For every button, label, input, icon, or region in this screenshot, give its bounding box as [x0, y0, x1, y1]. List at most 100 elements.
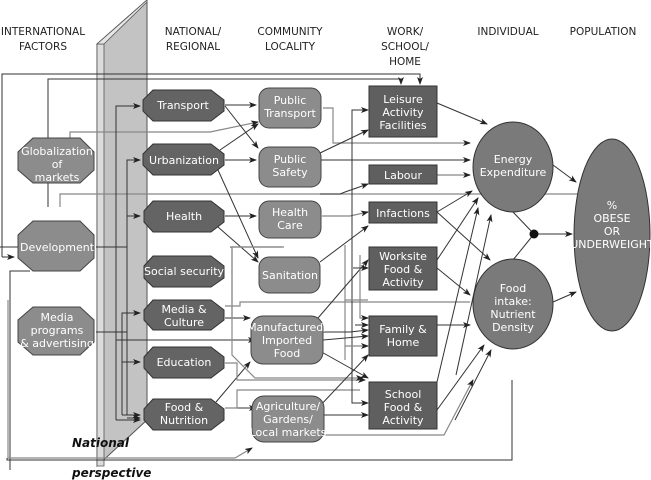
- header-work-line2: SCHOOL/: [381, 41, 429, 53]
- label: Agriculture/: [256, 400, 320, 413]
- label: Food: [274, 347, 300, 360]
- work-node-family-home: Family & Home: [368, 315, 438, 357]
- label: Activity: [382, 276, 424, 289]
- connector: [322, 333, 369, 341]
- connector: [7, 300, 253, 459]
- connector: [126, 157, 141, 415]
- population-node-obese: % OBESE OR UNDERWEIGHT: [570, 138, 651, 332]
- label: Safety: [272, 166, 308, 179]
- community-node-public-safety: Public Safety: [258, 146, 322, 188]
- label: OR: [604, 225, 621, 238]
- connector: [217, 226, 259, 263]
- label: School: [385, 388, 422, 401]
- label: Food: [500, 282, 526, 295]
- wall-side: [96, 43, 105, 467]
- label: Transport: [156, 99, 209, 112]
- national-node-social-security: Social security: [143, 255, 225, 288]
- work-node-infactions: Infactions: [368, 201, 438, 224]
- connector: [436, 267, 471, 296]
- wall-top: [95, 0, 148, 45]
- connector: [436, 211, 491, 261]
- label: Activity: [382, 414, 424, 427]
- connector: [6, 380, 513, 461]
- header-national-line2: REGIONAL: [166, 41, 220, 53]
- label: Facilities: [379, 119, 426, 132]
- community-node-agriculture: Agriculture/ Gardens/ Local markets: [250, 395, 327, 443]
- national-node-health: Health: [143, 200, 225, 233]
- connector: [47, 77, 404, 138]
- header-work-line3: HOME: [389, 56, 421, 68]
- connector: [59, 193, 610, 207]
- connector: [323, 107, 471, 146]
- international-node-globalization: Globalization of markets: [17, 137, 95, 184]
- community-node-sanitation: Sanitation: [258, 256, 321, 294]
- connector: [351, 107, 369, 113]
- connector: [436, 190, 473, 213]
- community-node-public-transport: Public Transport: [258, 87, 322, 129]
- connector: [320, 379, 474, 436]
- label: Nutrient: [490, 308, 536, 321]
- header-individual: INDIVIDUAL: [477, 26, 538, 38]
- community-node-health-care: Health Care: [258, 200, 322, 239]
- work-node-leisure: Leisure Activity Facilities: [368, 85, 438, 138]
- connector: [217, 169, 259, 259]
- label: Infactions: [376, 207, 430, 220]
- label: Media &: [161, 303, 207, 316]
- label: Worksite: [379, 250, 427, 263]
- connector: [225, 389, 360, 409]
- header-population: POPULATION: [570, 26, 637, 38]
- label: & advertising: [20, 337, 94, 350]
- label: Food &: [384, 401, 423, 414]
- label: OBESE: [593, 212, 630, 225]
- wall-label-national: National: [72, 436, 130, 450]
- community-node-manufactured-food: Manufactured/ Imported Food: [247, 315, 327, 365]
- header-international-line1: INTERNATIONAL: [1, 26, 85, 38]
- label: Urbanization: [149, 154, 219, 167]
- label: markets: [35, 171, 80, 184]
- label: Care: [277, 219, 303, 232]
- connector: [317, 354, 369, 409]
- label: Home: [387, 336, 420, 349]
- national-perspective-wall: [95, 0, 148, 468]
- header-international-line2: FACTORS: [19, 41, 67, 53]
- individual-node-energy: Energy Expenditure: [472, 121, 554, 213]
- connector: [359, 255, 369, 321]
- national-node-education: Education: [143, 346, 225, 379]
- label: Leisure: [383, 93, 423, 106]
- connector: [552, 291, 577, 303]
- national-node-media-culture: Media & Culture: [143, 299, 225, 331]
- label: Transport: [263, 107, 316, 120]
- label: Activity: [382, 106, 424, 119]
- connector: [436, 207, 480, 383]
- label: Sanitation: [262, 269, 318, 282]
- work-node-school: School Food & Activity: [368, 381, 438, 430]
- label: %: [607, 199, 617, 212]
- connector: [9, 270, 30, 470]
- connector: [322, 327, 369, 334]
- connector: [436, 344, 485, 411]
- label: Media: [40, 311, 73, 324]
- label: Labour: [384, 169, 423, 182]
- column-headers: INTERNATIONAL FACTORS NATIONAL/ REGIONAL…: [1, 26, 636, 68]
- label: Culture: [164, 316, 204, 329]
- header-community-line2: LOCALITY: [265, 41, 316, 53]
- junction-dot: [529, 229, 539, 239]
- connector: [319, 225, 369, 263]
- label: of: [52, 158, 64, 171]
- connector: [115, 103, 141, 420]
- label: Nutrition: [160, 414, 208, 427]
- label: Density: [492, 321, 534, 334]
- label: Manufactured/: [247, 321, 327, 334]
- label: Social security: [144, 265, 225, 278]
- label: Globalization: [21, 145, 93, 158]
- connector: [436, 102, 488, 125]
- international-node-development: Development: [17, 220, 95, 272]
- connector: [320, 183, 369, 195]
- label: programs: [31, 324, 84, 337]
- label: Development: [20, 241, 95, 254]
- connector: [219, 123, 259, 151]
- national-node-urbanization: Urbanization: [142, 143, 225, 176]
- label: Health: [272, 206, 308, 219]
- connector: [1, 73, 423, 257]
- label: Food &: [384, 263, 423, 276]
